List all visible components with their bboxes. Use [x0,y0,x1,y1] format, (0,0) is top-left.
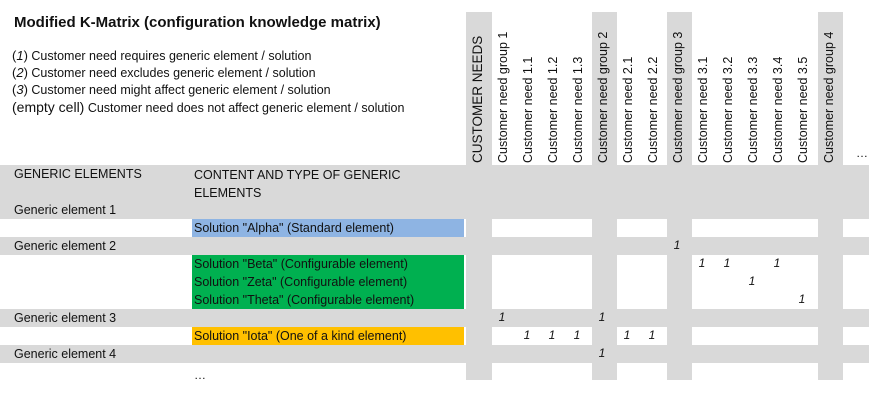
matrix-mark: 1 [673,238,681,252]
element-row-band [0,201,869,219]
element-row-band [0,309,869,327]
rows-more: … [194,368,206,382]
column-header: Customer need group 3 [671,31,685,163]
column-header: Customer need group 1 [496,31,510,163]
matrix-mark: 1 [598,310,606,324]
column-header: Customer need group 4 [822,31,836,163]
matrix-mark: 1 [798,292,806,306]
column-band [592,12,617,380]
matrix-mark: 1 [598,346,606,360]
element-row-band [0,345,869,363]
matrix-mark: 1 [748,274,756,288]
column-header: Customer need 1.1 [521,56,535,163]
solution-label: Solution "Beta" (Configurable element) [194,257,408,271]
solution-label: Solution "Theta" (Configurable element) [194,293,415,307]
column-header: Customer need group 2 [596,31,610,163]
solution-color-box [192,291,464,309]
solution-color-box [192,255,464,273]
column-header: Customer need 3.4 [771,56,785,163]
matrix-mark: 1 [523,328,531,342]
legend-line: (1) Customer need requires generic eleme… [12,48,311,63]
matrix-mark: 1 [548,328,556,342]
legend-code: (2) [12,65,28,80]
legend-code: (3) [12,82,28,97]
generic-element-label: Generic element 3 [14,311,117,325]
column-band [667,12,692,380]
solution-label: Solution "Zeta" (Configurable element) [194,275,408,289]
legend-code: (empty cell) [12,99,85,115]
column-header: CUSTOMER NEEDS [470,35,485,163]
column-header: Customer need 2.2 [646,56,660,163]
column-header: Customer need 2.1 [621,56,635,163]
solution-label: Solution "Iota" (One of a kind element) [194,329,407,343]
column-header: Customer need 3.1 [696,56,710,163]
generic-element-label: Generic element 2 [14,239,117,253]
column-header: Customer need 3.2 [721,56,735,163]
generic-element-label: Generic element 1 [14,203,117,217]
column-header: Customer need 3.5 [796,56,810,163]
matrix-mark: 1 [773,256,781,270]
generic-elements-header: GENERIC ELEMENTS [14,167,142,181]
matrix-title: Modified K-Matrix (configuration knowled… [14,14,381,31]
legend-line: (empty cell) Customer need does not affe… [12,99,404,115]
legend-text: Customer need might affect generic eleme… [27,83,331,97]
matrix-mark: 1 [723,256,731,270]
matrix-mark: 1 [498,310,506,324]
solution-color-box [192,327,464,345]
generic-element-label: Generic element 4 [14,347,117,361]
solution-color-box [192,273,464,291]
legend-code: (1) [12,48,28,63]
element-row-band [0,237,869,255]
column-header: Customer need 1.2 [546,56,560,163]
legend-text: Customer need requires generic element /… [27,49,312,63]
matrix-mark: 1 [698,256,706,270]
legend-line: (3) Customer need might affect generic e… [12,82,331,97]
matrix-mark: 1 [648,328,656,342]
column-band [466,12,492,380]
legend-text: Customer need excludes generic element /… [27,66,316,80]
legend-text: Customer need does not affect generic el… [84,101,405,115]
solution-label: Solution "Alpha" (Standard element) [194,221,394,235]
column-header: Customer need 1.3 [571,56,585,163]
column-band [818,12,843,380]
matrix-mark: 1 [573,328,581,342]
solution-color-box [192,219,464,237]
matrix-header-band [0,165,869,201]
column-more: … [856,146,868,160]
legend-line: (2) Customer need excludes generic eleme… [12,65,316,80]
column-header: Customer need 3.3 [746,56,760,163]
matrix-mark: 1 [623,328,631,342]
content-type-header: CONTENT AND TYPE OF GENERIC ELEMENTS [194,168,401,200]
